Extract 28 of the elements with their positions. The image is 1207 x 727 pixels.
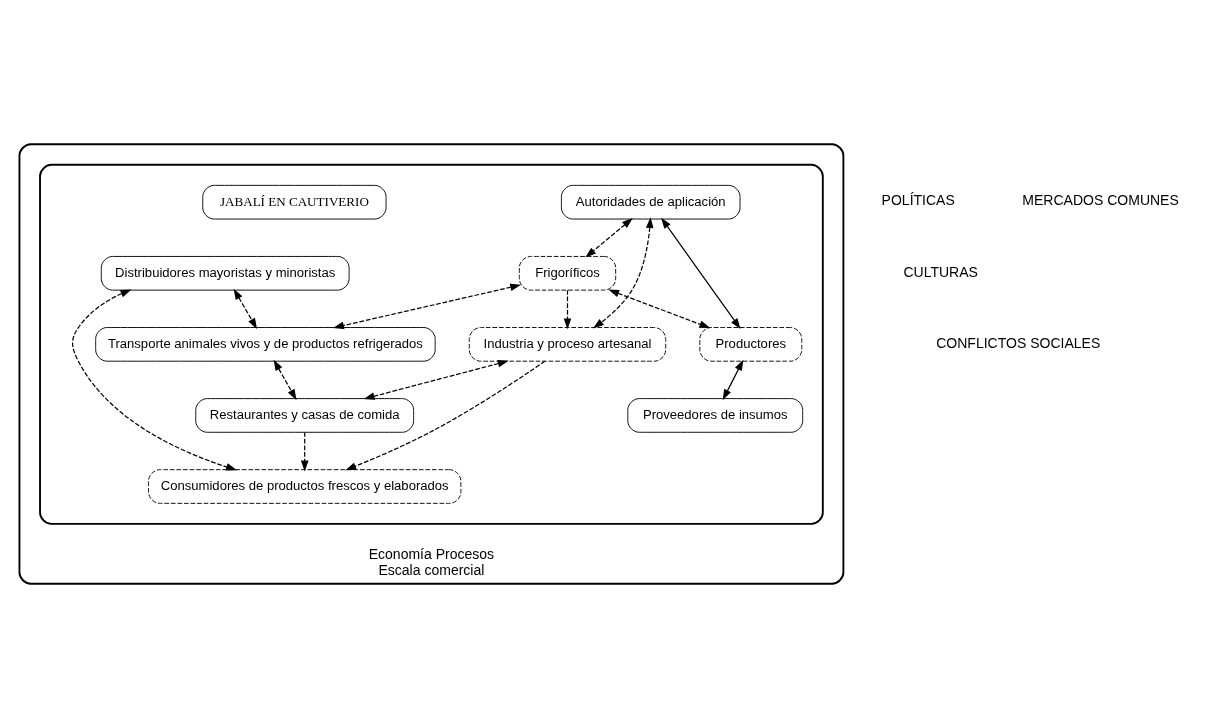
cluster (39, 163, 824, 525)
node-box: Transporte animales vivos y de productos refrigerados (95, 326, 436, 362)
arrow (71, 288, 237, 471)
label: CONFLICTOS SOCIALES (936, 334, 1101, 351)
arrow (233, 288, 258, 329)
arrow (585, 217, 633, 258)
node-box: Restaurantes y casas de comida (195, 397, 415, 433)
node-box: Distribuidores mayoristas y minoristas (100, 255, 350, 291)
arrow (273, 359, 297, 400)
arrow (608, 289, 711, 328)
node-box: Productores (699, 326, 803, 362)
node-box: Industria y proceso artesanal (468, 326, 667, 362)
label: MERCADOS COMUNES (1022, 191, 1179, 208)
node-box: JABALÍ EN CAUTIVERIO (202, 184, 387, 219)
label: CULTURAS (903, 263, 978, 280)
arrow (592, 216, 654, 328)
node-box: Autoridades de aplicación (560, 184, 741, 219)
arrow (722, 359, 744, 400)
arrow (661, 217, 741, 329)
arrow (333, 283, 522, 329)
label: POLÍTICAS (881, 191, 955, 208)
node-box: Proveedores de insumos (627, 397, 804, 433)
node-box: Consumidores de productos frescos y elaborados (148, 468, 462, 504)
arrow (563, 289, 572, 329)
arrow (300, 431, 309, 471)
arrow (345, 360, 546, 470)
node-box: Frigoríficos (518, 255, 617, 291)
arrow (363, 359, 509, 400)
